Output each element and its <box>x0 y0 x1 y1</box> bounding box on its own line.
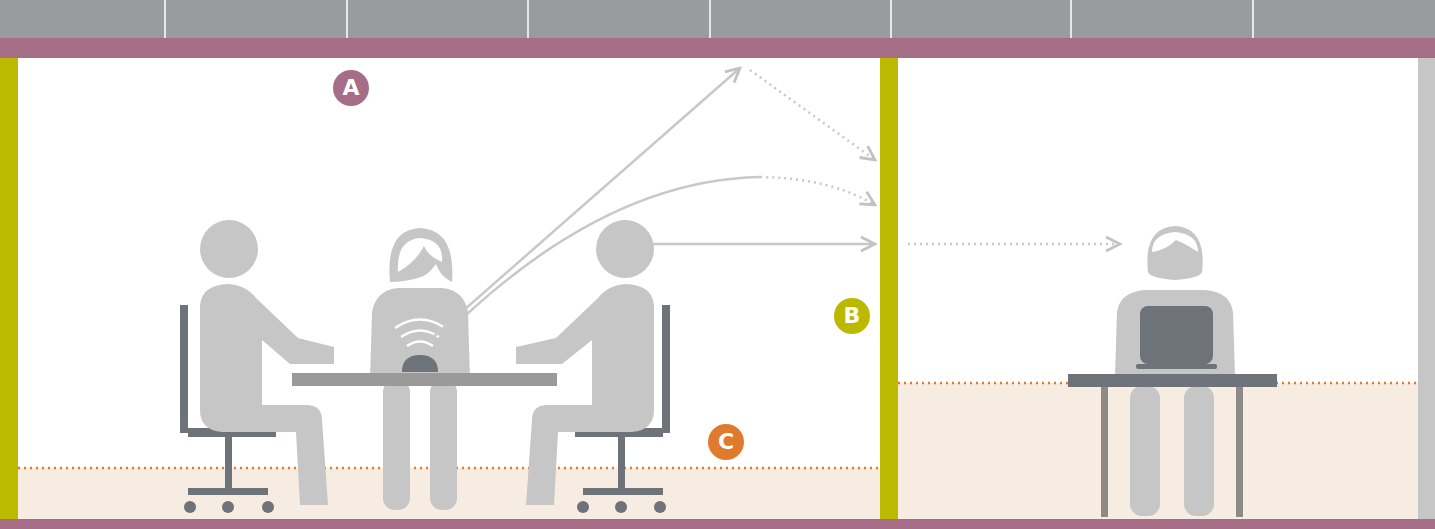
partition-wall <box>880 58 898 519</box>
person <box>1115 226 1235 516</box>
speakerphone <box>402 355 438 372</box>
face <box>398 238 442 272</box>
hair-line <box>1152 232 1198 252</box>
meeting-table <box>292 373 557 386</box>
left-wall <box>0 58 18 519</box>
ceiling-tiles <box>0 0 1435 38</box>
desk-leg <box>1101 387 1108 517</box>
desk <box>1068 374 1277 387</box>
laptop-base <box>1136 364 1217 369</box>
callout-letter: C <box>708 424 744 460</box>
callout-letter: A <box>333 70 369 106</box>
tile-joints <box>165 0 1253 38</box>
floor-slab <box>0 519 1435 529</box>
person <box>200 220 334 505</box>
laptop <box>1140 306 1213 364</box>
ceiling-slab <box>0 38 1435 58</box>
sound-paths <box>432 68 1120 340</box>
callout-letter: B <box>834 298 870 334</box>
absorber-zone <box>898 383 1418 519</box>
person <box>516 220 654 505</box>
desk-leg <box>1236 387 1243 517</box>
person <box>370 228 470 510</box>
right-wall <box>1418 58 1435 519</box>
